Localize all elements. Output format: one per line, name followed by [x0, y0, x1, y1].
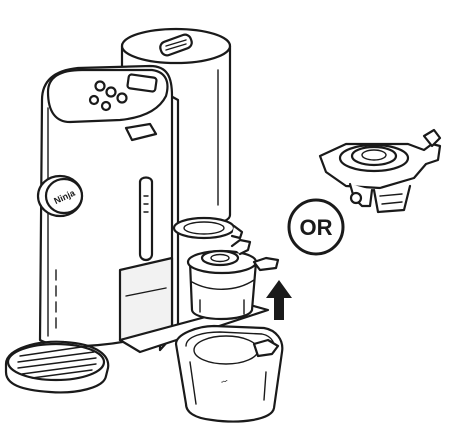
control-buttons [88, 80, 128, 112]
water-level-window [138, 176, 154, 262]
control-button-2[interactable] [105, 86, 117, 98]
control-button-3[interactable] [116, 92, 128, 104]
basket-handle[interactable] [252, 256, 280, 272]
front-latch[interactable] [124, 122, 158, 142]
filter-holder-tab[interactable] [422, 128, 442, 148]
alternate-filter-holder[interactable] [318, 128, 442, 214]
up-arrow-icon [266, 280, 292, 320]
reservoir-lid-handle[interactable] [159, 33, 194, 57]
large-basket-handle[interactable] [252, 338, 280, 358]
display-window [126, 73, 158, 93]
basket-marking: ⌇ [219, 379, 229, 384]
or-badge: OR [287, 198, 345, 256]
large-brew-basket[interactable]: ⌇ [174, 324, 284, 423]
control-button-4[interactable] [88, 94, 100, 106]
basket-top-tab [230, 238, 252, 256]
control-button-1[interactable] [94, 80, 106, 92]
control-button-5[interactable] [100, 100, 112, 112]
brand-dial[interactable]: Ninja [36, 174, 84, 218]
brew-mount [172, 216, 244, 240]
machine-body: Ninja [36, 64, 270, 354]
or-label: OR [300, 215, 333, 240]
drip-tray[interactable] [4, 340, 110, 394]
small-brew-basket[interactable] [186, 238, 280, 320]
